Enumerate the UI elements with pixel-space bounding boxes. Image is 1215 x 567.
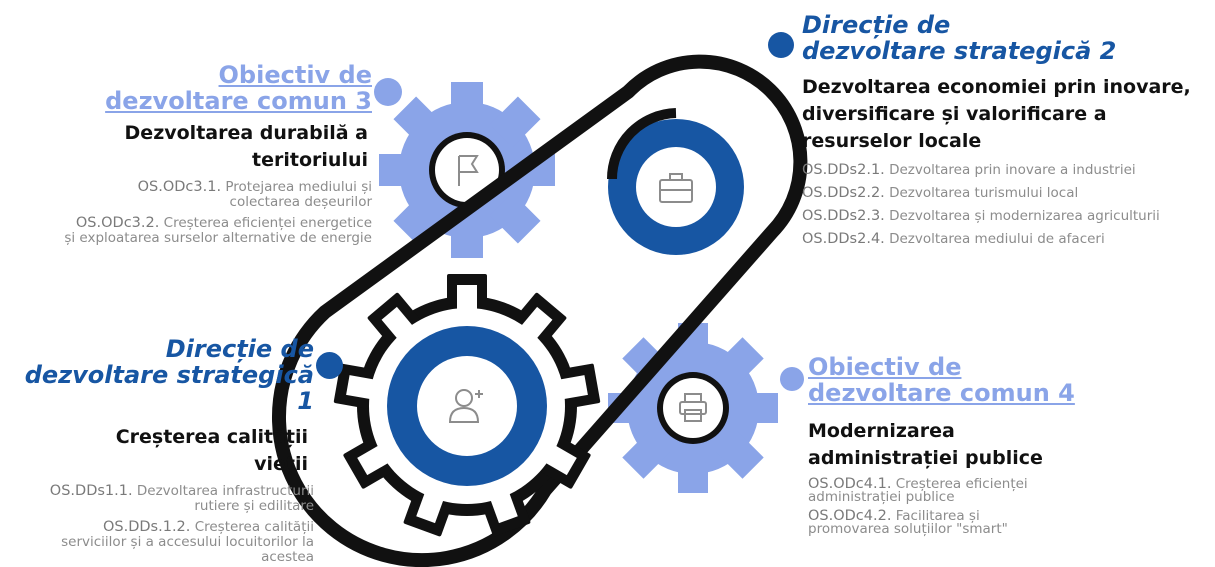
- dds1-subtitle-line1: Creșterea calității: [115, 426, 308, 448]
- dds1-subtitle-line2: vieții: [254, 453, 308, 475]
- odc3-item-2-text1: Creșterea eficienței energetice: [163, 215, 372, 231]
- odc3-item-1-text2: colectarea deșeurilor: [229, 194, 372, 210]
- pulley-dds2: [607, 108, 744, 255]
- dds2-heading-line2: dezvoltare strategică 2: [802, 37, 1117, 65]
- odc3-heading-line1: Obiectiv de: [218, 61, 372, 89]
- flag-icon: [458, 155, 479, 186]
- block-dds2: Direcție de dezvoltare strategică 2 Dezv…: [802, 12, 1212, 247]
- odc3-subtitle-line2: teritoriului: [252, 149, 368, 171]
- marker-dot-odc3: [374, 78, 402, 106]
- dds2-subtitle: Dezvoltarea economiei prin inovare, dive…: [802, 74, 1212, 155]
- dds2-subtitle-line2: diversificare și valorificare a: [802, 103, 1107, 125]
- dds2-item-4: OS.DDs2.4. Dezvoltarea mediului de aface…: [802, 232, 1212, 247]
- odc3-item-2-code: OS.ODc3.2.: [75, 215, 160, 231]
- odc3-item-1-text1: Protejarea mediului și: [225, 179, 372, 195]
- odc3-heading-line2: dezvoltare comun 3: [105, 87, 372, 115]
- odc4-item-2-text2: promovarea soluțiilor "smart": [808, 521, 1008, 537]
- odc4-subtitle-line2: administrației publice: [808, 447, 1043, 469]
- dds1-heading-line2: dezvoltare strategică 1: [24, 361, 314, 415]
- odc4-subtitle: Modernizarea administrației publice: [808, 418, 1108, 472]
- block-dds1: Direcție de dezvoltare strategică 1 Creș…: [4, 336, 314, 565]
- dds1-item-2: OS.DDs.1.2. Creșterea calității servicii…: [4, 520, 314, 565]
- dds1-heading: Direcție de dezvoltare strategică 1: [4, 336, 314, 414]
- dds2-item-3-code: OS.DDs2.3.: [802, 208, 885, 224]
- odc4-heading-line1: Obiectiv de: [808, 353, 962, 381]
- odc3-subtitle-line1: Dezvoltarea durabilă a: [124, 122, 368, 144]
- odc4-item-1-text1: Creșterea eficienței: [895, 476, 1028, 492]
- briefcase-icon: [659, 173, 693, 203]
- dds2-item-2: OS.DDs2.2. Dezvoltarea turismului local: [802, 186, 1212, 201]
- odc4-item-1: OS.ODc4.1. Creșterea eficienței administ…: [808, 476, 1108, 505]
- odc3-item-2: OS.ODc3.2. Creșterea eficienței energeti…: [10, 216, 372, 246]
- odc4-item-2-text1: Facilitarea și: [895, 508, 980, 524]
- odc4-item-2: OS.ODc4.2. Facilitarea și promovarea sol…: [808, 508, 1108, 537]
- dds1-subtitle: Creșterea calității vieții: [4, 424, 308, 478]
- odc3-item-2-text2: și exploatarea surselor alternative de e…: [64, 230, 372, 246]
- gear-odc4: [608, 323, 778, 493]
- dds1-heading-line1: Direcție de: [165, 335, 314, 363]
- dds2-item-1-text: Dezvoltarea prin inovare a industriei: [889, 162, 1136, 178]
- dds1-item-2-text3: acestea: [261, 549, 314, 565]
- add-user-icon: [448, 389, 483, 423]
- dds1-item-2-text2: serviciilor și a accesului locuitorilor …: [61, 534, 314, 550]
- odc4-item-1-text2: administrației publice: [808, 489, 955, 505]
- dds2-subtitle-line1: Dezvoltarea economiei prin inovare,: [802, 76, 1191, 98]
- dds2-item-2-text: Dezvoltarea turismului local: [889, 185, 1079, 201]
- dds2-item-3: OS.DDs2.3. Dezvoltarea și modernizarea a…: [802, 209, 1212, 224]
- odc4-heading-line2: dezvoltare comun 4: [808, 379, 1075, 407]
- printer-icon: [679, 393, 707, 422]
- block-odc3: Obiectiv de dezvoltare comun 3 Dezvoltar…: [10, 62, 372, 246]
- dds2-item-4-code: OS.DDs2.4.: [802, 231, 885, 247]
- odc4-heading: Obiectiv de dezvoltare comun 4: [808, 354, 1108, 406]
- dds2-item-4-text: Dezvoltarea mediului de afaceri: [889, 231, 1105, 247]
- odc3-subtitle: Dezvoltarea durabilă a teritoriului: [10, 120, 368, 174]
- dds1-item-2-text1: Creșterea calității: [194, 519, 314, 535]
- block-odc4: Obiectiv de dezvoltare comun 4 Moderniza…: [808, 354, 1108, 536]
- dds2-item-1-code: OS.DDs2.1.: [802, 162, 885, 178]
- odc3-heading: Obiectiv de dezvoltare comun 3: [10, 62, 372, 114]
- dds2-heading: Direcție de dezvoltare strategică 2: [802, 12, 1212, 64]
- marker-dot-dds1: [316, 352, 343, 379]
- dds2-item-1: OS.DDs2.1. Dezvoltarea prin inovare a in…: [802, 163, 1212, 178]
- marker-dot-dds2: [768, 32, 794, 58]
- dds2-item-2-code: OS.DDs2.2.: [802, 185, 885, 201]
- odc3-item-1: OS.ODc3.1. Protejarea mediului și colect…: [10, 180, 372, 210]
- odc3-item-1-code: OS.ODc3.1.: [137, 179, 222, 195]
- dds2-heading-line1: Direcție de: [802, 11, 951, 39]
- dds2-subtitle-line3: resurselor locale: [802, 130, 982, 152]
- odc4-item-1-code: OS.ODc4.1.: [808, 476, 892, 492]
- dds1-item-1-code: OS.DDs1.1.: [49, 483, 133, 499]
- dds1-item-1-text2: rutiere și edilitare: [194, 498, 314, 514]
- dds1-item-1: OS.DDs1.1. Dezvoltarea infrastructurii r…: [4, 484, 314, 514]
- dds1-item-1-text1: Dezvoltarea infrastructurii: [136, 483, 314, 499]
- dds2-item-3-text: Dezvoltarea și modernizarea agriculturii: [889, 208, 1160, 224]
- odc4-item-2-code: OS.ODc4.2.: [808, 508, 892, 524]
- marker-dot-odc4: [780, 367, 804, 391]
- odc4-subtitle-line1: Modernizarea: [808, 420, 955, 442]
- dds1-item-2-code: OS.DDs.1.2.: [103, 519, 191, 535]
